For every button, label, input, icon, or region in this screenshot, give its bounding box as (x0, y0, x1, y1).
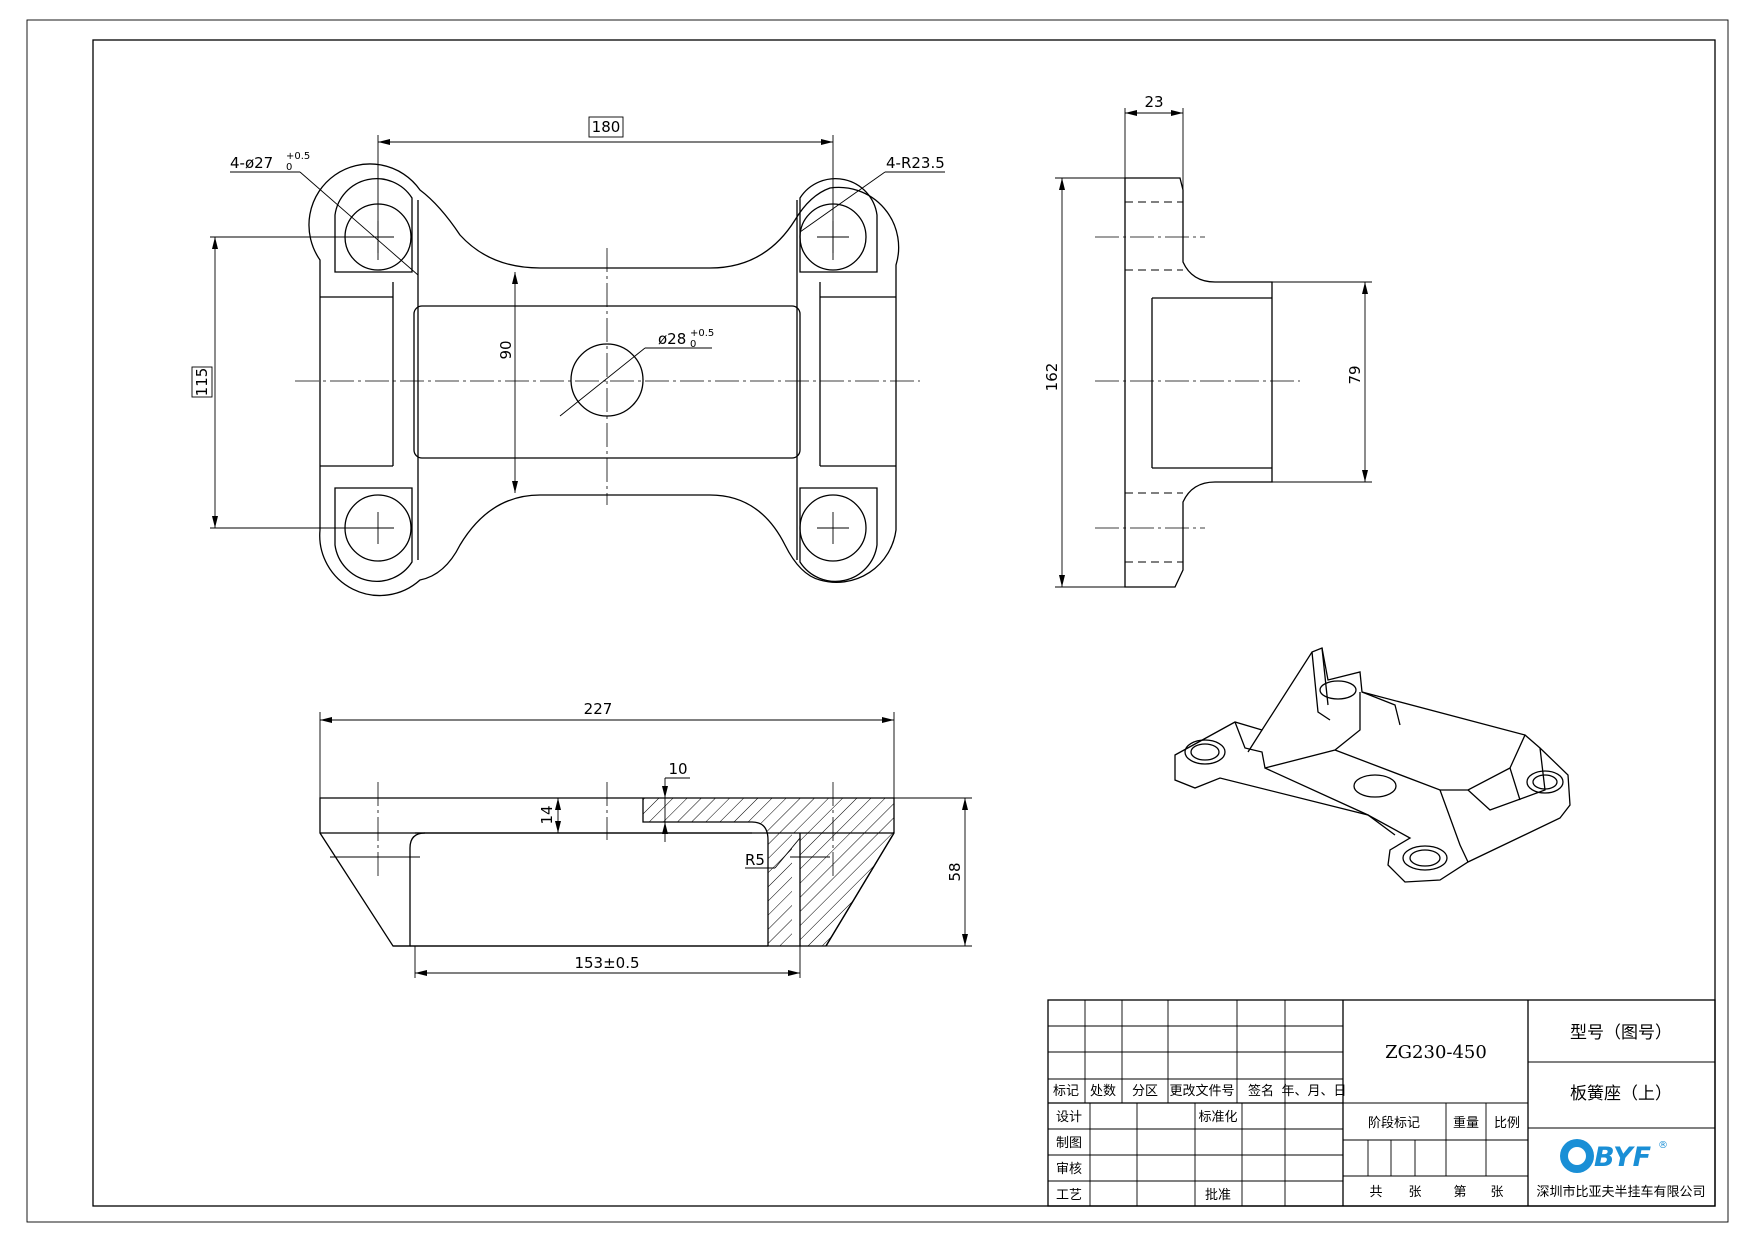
tb-header-change-doc: 更改文件号 (1169, 1084, 1234, 1099)
tb-model-label: 型号（图号） (1570, 1023, 1672, 1043)
dim-162: 162 (1043, 363, 1061, 392)
dim-153: 153±0.5 (574, 954, 639, 972)
dim-180: 180 (592, 118, 621, 136)
side-view (1055, 108, 1372, 588)
dim-10: 10 (668, 760, 687, 778)
tb-sheet-unit-1: 张 (1408, 1185, 1421, 1200)
dim-115: 115 (193, 368, 211, 397)
tb-company: 深圳市比亚夫半挂车有限公司 (1536, 1184, 1705, 1200)
top-view (191, 116, 945, 597)
tb-row-process: 工艺 (1056, 1188, 1082, 1203)
isometric-view (1174, 647, 1571, 883)
tb-header-sign: 签名 (1248, 1083, 1274, 1099)
tb-header-mark: 标记 (1053, 1084, 1079, 1099)
dim-90: 90 (497, 340, 515, 359)
outer-border (26, 19, 1729, 1223)
tb-standardize: 标准化 (1198, 1110, 1237, 1125)
tb-weight: 重量 (1453, 1115, 1479, 1131)
drawing-frame (92, 39, 1716, 1207)
section-view (319, 712, 972, 978)
dim-r5: R5 (745, 851, 765, 869)
tb-scale: 比例 (1494, 1116, 1520, 1131)
tb-header-date: 年、月、日 (1281, 1084, 1346, 1099)
tb-part-name: 板簧座（上） (1570, 1084, 1672, 1104)
tb-header-count: 处数 (1090, 1084, 1116, 1099)
company-logo: BYF ® (1560, 1139, 1668, 1173)
tb-row-draw: 制图 (1056, 1136, 1082, 1151)
dim-radius: 4-R23.5 (886, 154, 945, 172)
tb-approve: 批准 (1205, 1188, 1231, 1203)
dim-hole-main-tol-lower: 0 (286, 162, 292, 173)
tb-row-design: 设计 (1056, 1110, 1082, 1125)
dim-14: 14 (538, 805, 556, 824)
dim-58: 58 (946, 862, 964, 881)
dim-center-hole-tol-upper: +0.5 (690, 328, 714, 339)
dim-23: 23 (1144, 93, 1163, 111)
logo-registered: ® (1658, 1140, 1668, 1151)
tb-sheet-total: 共 (1369, 1185, 1382, 1200)
tb-sheet-unit-2: 张 (1490, 1185, 1503, 1200)
tb-row-check: 审核 (1056, 1162, 1082, 1177)
tb-sheet-no: 第 (1453, 1185, 1466, 1200)
dim-227: 227 (584, 700, 613, 718)
dim-79: 79 (1346, 365, 1364, 384)
tb-header-zone: 分区 (1132, 1084, 1158, 1099)
logo-text: BYF (1594, 1142, 1652, 1173)
tb-stage-mark: 阶段标记 (1368, 1116, 1420, 1131)
title-block (1047, 999, 1716, 1207)
dim-center-hole-tol-lower: 0 (690, 339, 696, 350)
dim-center-hole: ø28 (658, 330, 686, 348)
dim-hole-main: 4-ø27 (230, 154, 273, 172)
tb-part-number: ZG230-450 (1385, 1042, 1487, 1063)
dim-hole-main-tol-upper: +0.5 (286, 151, 310, 162)
